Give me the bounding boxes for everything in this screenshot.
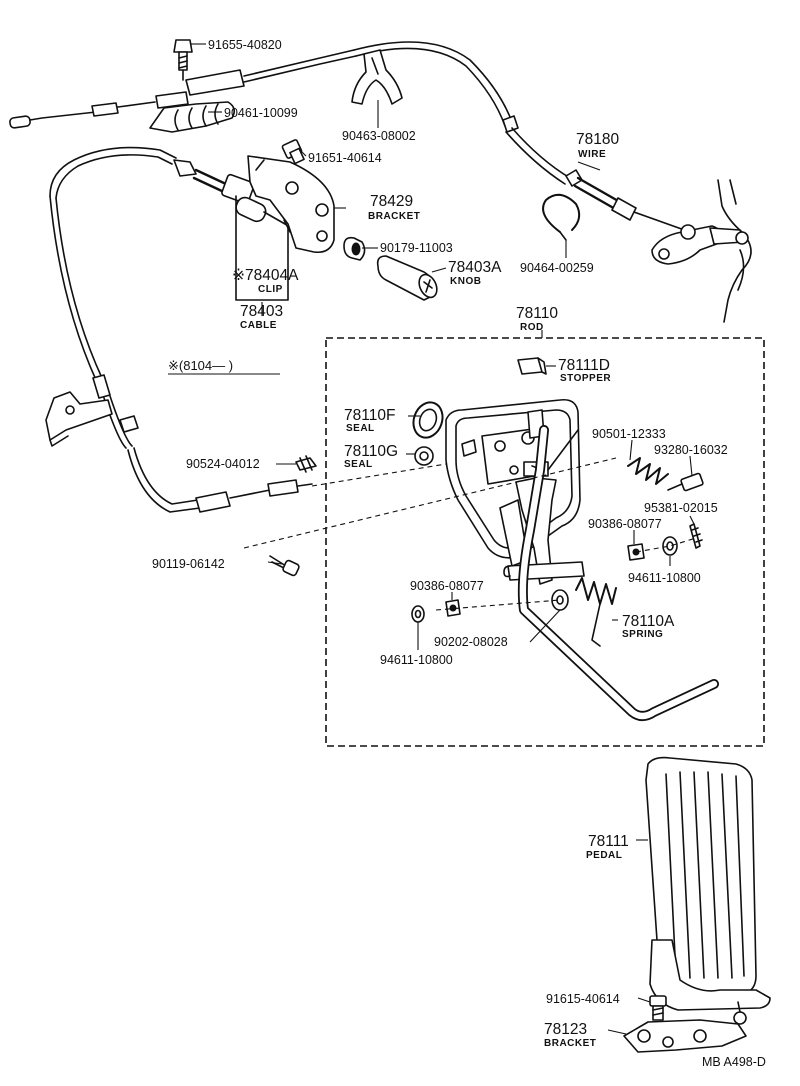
label-78429: 78429 — [370, 193, 413, 210]
bolt-91615-40614 — [649, 995, 667, 1021]
cable-78403 — [49, 146, 313, 513]
nut-90386-08077-left — [445, 599, 461, 617]
rod-assembly-frame — [325, 337, 765, 747]
note-8104: ※(8104— ) — [168, 358, 233, 373]
caption-spring: SPRING — [622, 629, 663, 640]
label-78403: 78403 — [240, 303, 283, 320]
caption-pedal: PEDAL — [586, 850, 622, 861]
bolt-90119-06142 — [269, 555, 300, 577]
seal-78110F — [412, 401, 444, 439]
caption-knob: KNOB — [450, 276, 481, 287]
grommet-90461-10099 — [149, 101, 236, 133]
label-90524-04012: 90524-04012 — [186, 457, 260, 471]
pedal-78111 — [645, 756, 771, 1011]
knob-78403A — [376, 255, 438, 301]
clamp-90463-08002 — [351, 49, 403, 105]
label-91655-40820: 91655-40820 — [208, 38, 282, 52]
part-labels: 91655-40820 90461-10099 90463-08002 7818… — [152, 38, 766, 1069]
label-95381-02015: 95381-02015 — [644, 501, 718, 515]
label-90464-00259: 90464-00259 — [520, 261, 594, 275]
stopper-78111D — [517, 357, 547, 375]
caption-seal-f: SEAL — [346, 423, 375, 434]
bolt-93280-16032 — [667, 472, 704, 492]
label-93280-16032: 93280-16032 — [654, 443, 728, 457]
assembly-lines — [243, 457, 697, 611]
caption-bracket-bottom: BRACKET — [544, 1038, 596, 1049]
caption-cable: CABLE — [240, 320, 277, 331]
caption-stopper: STOPPER — [560, 373, 611, 384]
cable-bracket-left — [45, 391, 113, 447]
label-78111: 78111 — [588, 833, 629, 850]
caption-bracket-top: BRACKET — [368, 211, 420, 222]
bracket-78123 — [623, 1001, 747, 1053]
label-78110A: 78110A — [622, 613, 675, 630]
washer-94611-10800-right — [662, 536, 678, 556]
washer-90202-08028 — [551, 589, 569, 611]
label-90463-08002: 90463-08002 — [342, 129, 416, 143]
seal-78110G — [414, 446, 434, 466]
label-90202-08028: 90202-08028 — [434, 635, 508, 649]
caption-wire: WIRE — [578, 149, 606, 160]
bracket-78429 — [247, 155, 335, 254]
spring-78110A — [575, 577, 617, 647]
label-78110G: 78110G — [344, 443, 398, 460]
label-90501-12333: 90501-12333 — [592, 427, 666, 441]
label-90386-08077-right: 90386-08077 — [588, 517, 662, 531]
label-78403A: 78403A — [448, 259, 502, 276]
pin-95381-02015 — [689, 523, 703, 549]
label-78404A: ※78404A — [232, 267, 299, 284]
throttle-lever-linkage — [651, 179, 752, 323]
washer-94611-10800-left — [411, 605, 425, 623]
ering-90464-00259 — [542, 193, 581, 241]
cable-adjuster — [221, 173, 301, 301]
label-78180: 78180 — [576, 131, 619, 148]
label-90386-08077-left: 90386-08077 — [410, 579, 484, 593]
label-91651-40614: 91651-40614 — [308, 151, 382, 165]
bolt-91655-40820 — [173, 39, 193, 81]
rod-78110 — [517, 425, 719, 721]
caption-seal-g: SEAL — [344, 459, 373, 470]
label-94611-10800-left: 94611-10800 — [380, 653, 453, 667]
spring-90501-12333 — [627, 457, 669, 485]
label-90179-11003: 90179-11003 — [380, 241, 453, 255]
bolt-91651-40614 — [281, 139, 305, 165]
bushing-90179-11003 — [343, 236, 366, 261]
label-91615-40614: 91615-40614 — [546, 992, 620, 1006]
label-90461-10099: 90461-10099 — [224, 106, 298, 120]
leader-lines — [190, 43, 695, 1035]
label-78110F: 78110F — [344, 407, 395, 424]
label-90119-06142: 90119-06142 — [152, 557, 225, 571]
footer-code: MB A498-D — [702, 1055, 766, 1069]
wire-78180 — [9, 41, 691, 233]
caption-clip: CLIP — [258, 284, 283, 295]
label-94611-10800-right: 94611-10800 — [628, 571, 701, 585]
caption-rod: ROD — [520, 322, 544, 333]
label-78110: 78110 — [516, 305, 558, 322]
clip-90524-04012 — [295, 455, 317, 473]
label-78111D: 78111D — [558, 357, 610, 374]
label-78123: 78123 — [544, 1021, 587, 1038]
